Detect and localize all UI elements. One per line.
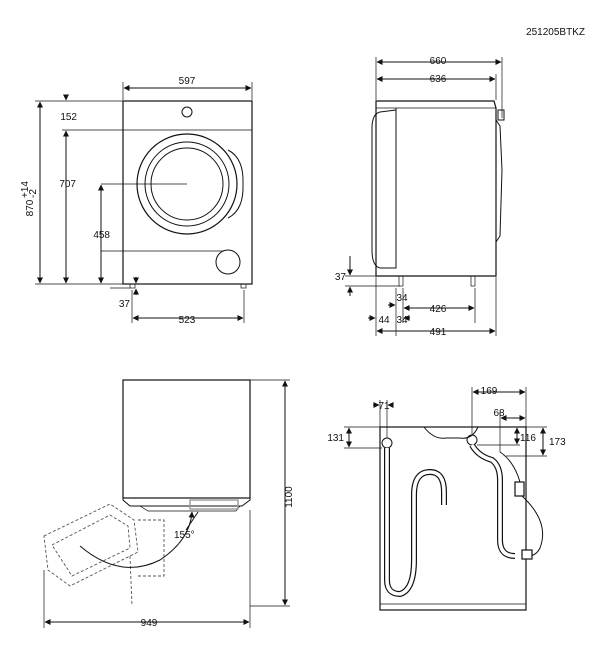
front-top-panel-label: 152 — [60, 112, 77, 123]
door-swing-arc — [79, 511, 195, 568]
front-height-tol-plus: +14 — [20, 181, 31, 198]
side-rear-offset-label: 44 — [378, 315, 390, 326]
detergent-button — [181, 106, 193, 118]
drain-hose — [381, 437, 447, 598]
front-door-center-height-label: 707 — [59, 179, 76, 190]
door-open-height-label: 1100 — [284, 486, 295, 508]
front-foot-span-label: 523 — [179, 315, 196, 326]
door-angle-label: 155° — [174, 530, 195, 541]
side-foot-inset-label: 34 — [396, 315, 408, 326]
filter-cover — [215, 249, 241, 275]
rear-inlet-from-top-label: 116 — [520, 433, 536, 444]
rear-cable-from-top-label: 173 — [549, 437, 566, 448]
front-foot-height-label: 37 — [119, 299, 131, 310]
rear-drain-from-top-label: 131 — [327, 433, 344, 444]
front-door-bottom-height-label: 458 — [93, 230, 110, 241]
side-foot-span-label: 426 — [430, 304, 447, 315]
rear-top-recess — [423, 426, 479, 439]
door-hinge — [227, 149, 244, 219]
side-door — [495, 119, 503, 243]
front-height-label: 870 — [25, 199, 36, 216]
power-cable — [499, 451, 544, 560]
open-door-outline — [43, 503, 139, 587]
side-base-depth-label: 491 — [430, 327, 447, 338]
top-cabinet — [122, 379, 251, 499]
front-view: 597 152 870 +14 -2 707 458 37 523 — [20, 76, 253, 326]
side-total-depth-label: 660 — [430, 56, 447, 67]
side-view: 660 636 37 34 426 44 34 491 — [335, 56, 505, 338]
rear-inlet-offset-label: 169 — [481, 386, 498, 397]
rear-cabinet — [379, 426, 527, 611]
front-width-label: 597 — [179, 76, 196, 87]
side-foot-height-label: 37 — [335, 272, 347, 283]
side-cabinet — [375, 100, 497, 277]
side-tub-bulge — [371, 108, 397, 269]
side-foot-front-offset-label: 34 — [396, 293, 408, 304]
side-body-depth-label: 636 — [430, 74, 447, 85]
rear-inlet-to-edge-label: 68 — [493, 408, 505, 419]
front-height-tol-minus: -2 — [28, 189, 39, 198]
door-open-view: 155° 1100 949 — [43, 379, 295, 629]
door-open-depth-label: 949 — [141, 618, 158, 629]
rear-view: 71 169 68 131 116 173 — [327, 386, 566, 611]
rear-drain-offset-label: 71 — [378, 401, 390, 412]
drawing-code: 251205BTKZ — [526, 27, 585, 38]
